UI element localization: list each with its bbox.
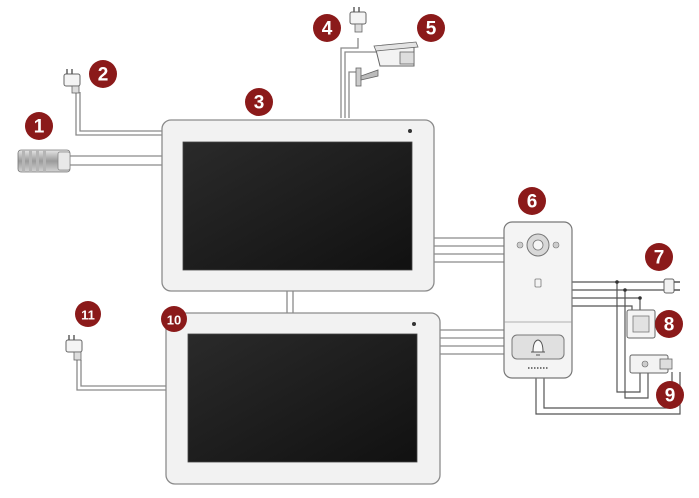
badge-6: 6	[518, 187, 546, 215]
badge-5-label: 5	[426, 19, 437, 40]
badge-4-label: 4	[322, 19, 333, 40]
security-camera	[355, 41, 419, 87]
badge-11-label: 11	[81, 308, 95, 323]
power-adapter-2	[63, 69, 81, 94]
badge-2-label: 2	[98, 65, 109, 86]
badge-3-label: 3	[254, 93, 265, 114]
badge-6-label: 6	[527, 192, 538, 213]
badge-2: 2	[89, 60, 117, 88]
exit-button-box	[626, 309, 656, 339]
power-adapter-11	[65, 335, 83, 361]
indoor-monitor-2	[165, 312, 441, 485]
badge-9: 9	[656, 381, 684, 409]
cable-connector	[17, 149, 71, 173]
badge-10-label: 10	[167, 313, 181, 328]
bell-icon	[531, 339, 545, 356]
badge-8: 8	[655, 310, 683, 338]
badge-9-label: 9	[665, 386, 676, 407]
power-adapter-4	[349, 7, 367, 33]
badge-1-label: 1	[34, 117, 45, 138]
badge-5: 5	[417, 14, 445, 42]
badge-3: 3	[245, 88, 273, 116]
badge-4: 4	[313, 14, 341, 42]
badge-10: 10	[161, 306, 187, 332]
badge-1: 1	[25, 112, 53, 140]
power-plug-7	[663, 278, 680, 294]
badge-8-label: 8	[664, 315, 675, 336]
badge-11: 11	[75, 301, 101, 327]
wires	[68, 38, 681, 415]
badge-7-label: 7	[654, 248, 665, 269]
outdoor-door-station	[503, 221, 573, 379]
badge-7: 7	[645, 243, 673, 271]
electric-lock	[629, 354, 673, 374]
indoor-monitor-1	[161, 119, 435, 292]
